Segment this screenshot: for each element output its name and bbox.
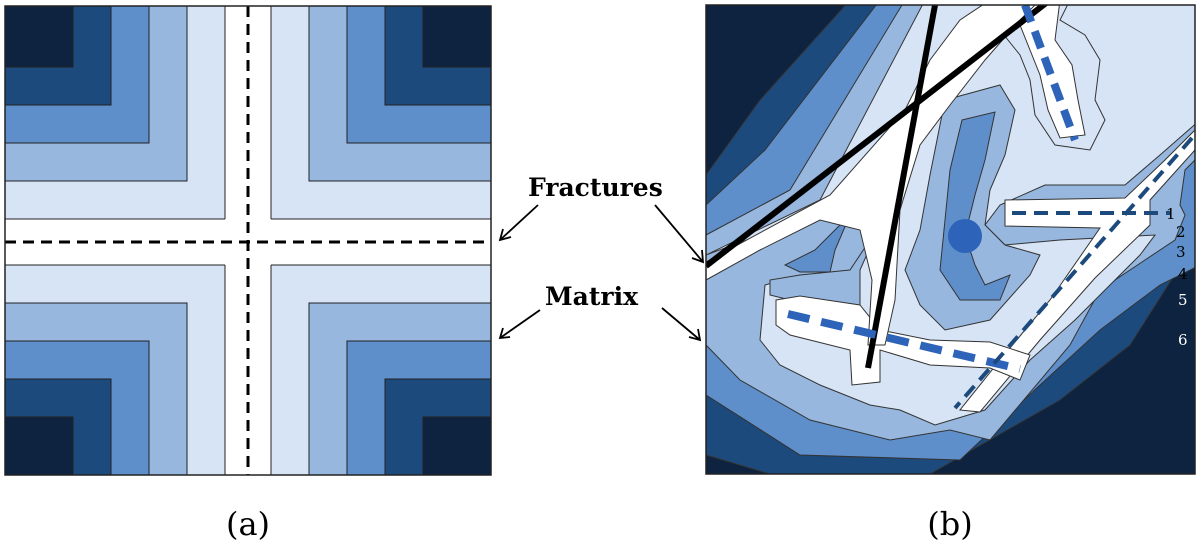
- panel-b-zone-labels: 1 2 3 4 5 6: [1166, 205, 1188, 349]
- zone-label-1: 1: [1166, 205, 1176, 223]
- zone-label-3: 3: [1176, 243, 1186, 261]
- panel-b-level-3-island-left: [769, 159, 906, 311]
- panel-b-border: [705, 4, 1196, 475]
- panel-b-level-4-island-center: [939, 111, 1011, 301]
- zone-label-4: 4: [1178, 265, 1188, 283]
- panel-b-well-marker: [948, 219, 982, 253]
- fractures-label: Fractures: [528, 173, 663, 202]
- panel-b-fracture-solid-diagonal: [706, 5, 1049, 269]
- panel-b: 1 2 3 4 5 6: [705, 4, 1196, 475]
- panel-b-level-4-island-left: [783, 214, 851, 273]
- panel-a-border: [4, 5, 492, 476]
- zone-label-5: 5: [1178, 291, 1188, 309]
- panel-b-fracture-dashed-right-diagonal: [953, 136, 1194, 410]
- caption-panel-b: (b): [927, 505, 972, 543]
- panel-a-bottom-right-level-6: [422, 416, 492, 476]
- panel-b-fracture-dashed-upper: [1021, 5, 1079, 142]
- arrow-matrix-to-b: [661, 307, 702, 342]
- arrow-fractures-to-a: [498, 204, 539, 242]
- panel-b-fracture-corridor-white-right: [959, 129, 1195, 413]
- panel-a-matrix-levels: [4, 5, 492, 476]
- zone-label-2: 2: [1176, 223, 1186, 241]
- panel-b-fracture-corridor-white-upper-diagonal: [706, 5, 1036, 346]
- matrix-label: Matrix: [545, 282, 639, 311]
- panel-b-fracture-dashed-lower: [787, 310, 1021, 373]
- panel-a-top-left-level-6: [4, 5, 74, 68]
- panel-a-top-right-level-6: [422, 5, 492, 68]
- panel-a: [4, 5, 492, 476]
- arrow-matrix-to-a: [498, 309, 541, 340]
- caption-panel-a: (a): [226, 505, 270, 543]
- zone-label-6: 6: [1178, 331, 1188, 349]
- panel-b-fracture-solid-steep: [865, 5, 938, 369]
- arrow-fractures-to-b: [654, 204, 705, 264]
- annotations: Fractures Matrix (a) (b): [226, 173, 973, 543]
- panel-b-level-3-island-center: [904, 84, 1041, 331]
- panel-a-bottom-left-level-6: [4, 416, 74, 476]
